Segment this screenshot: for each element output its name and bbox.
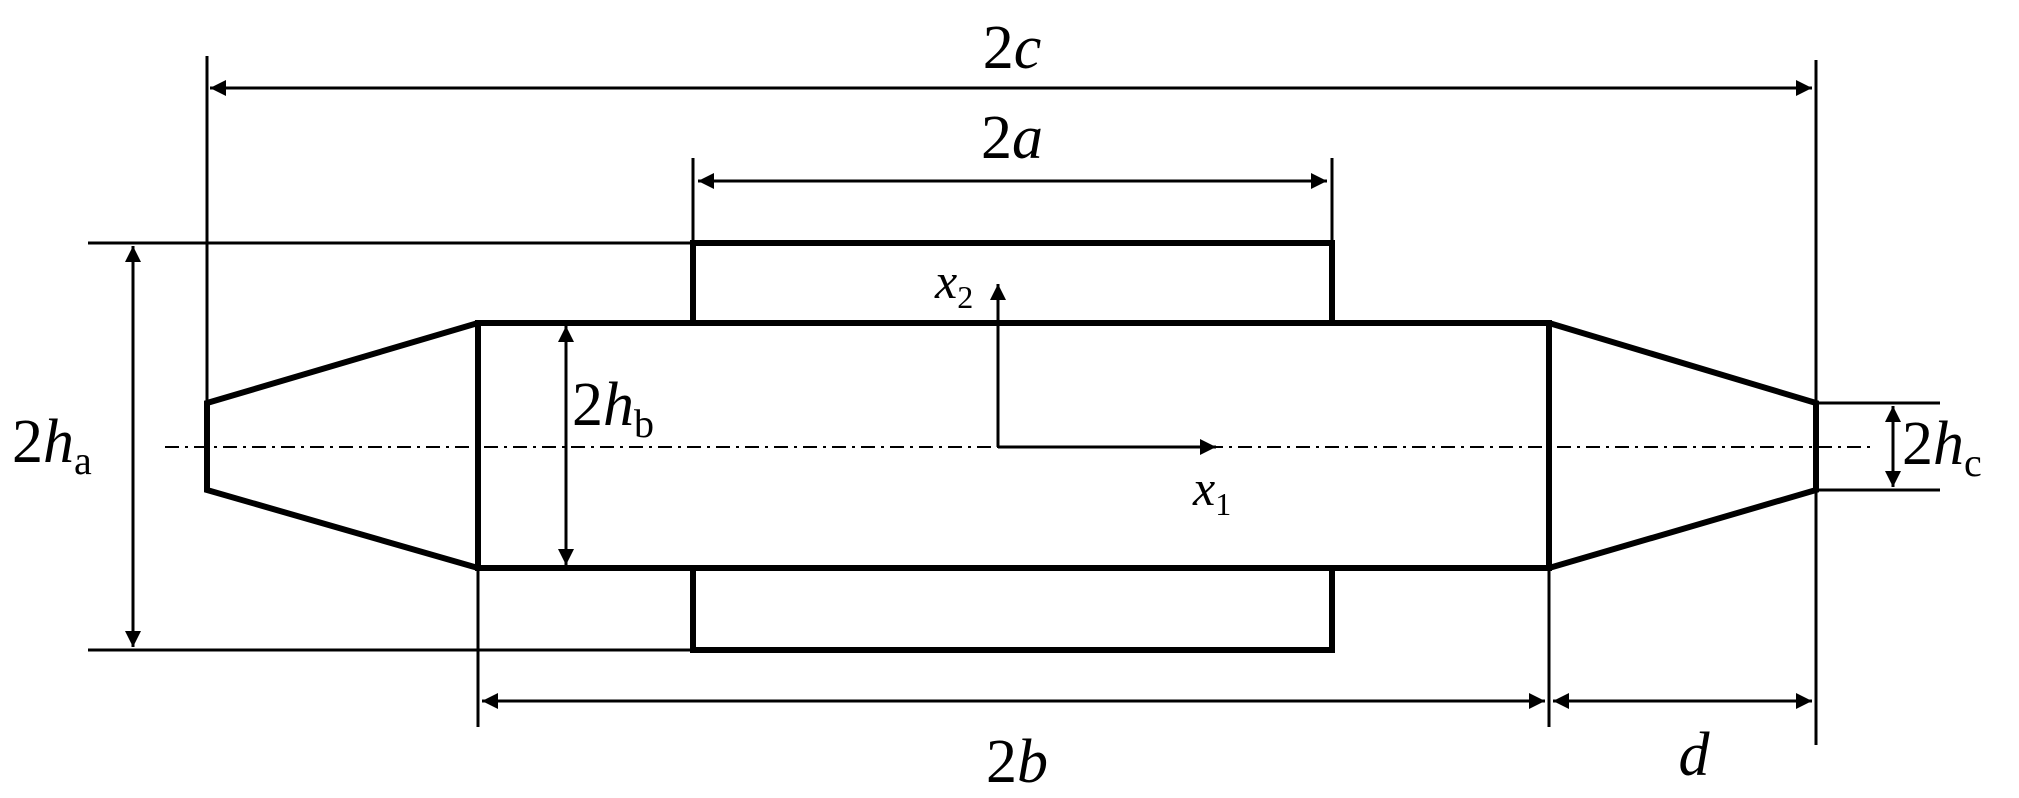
label-2c: 2c [983,14,1042,82]
central-core [475,320,1552,571]
coordinate-axes [990,284,1216,455]
label-2a: 2a [981,104,1043,172]
label-2ha: 2ha [12,408,92,483]
top-tab [690,240,1335,323]
label-x2: x2 [934,253,973,315]
left-taper [204,320,479,571]
label-x1: x1 [1192,460,1231,522]
dimension-arrows [125,80,1901,709]
label-d: d [1679,721,1711,789]
label-2b: 2b [986,728,1048,796]
bottom-tab [690,568,1335,653]
right-taper [1548,320,1819,571]
label-2hb: 2hb [572,371,654,446]
extension-lines [88,56,1940,745]
label-2hc: 2hc [1902,410,1982,485]
